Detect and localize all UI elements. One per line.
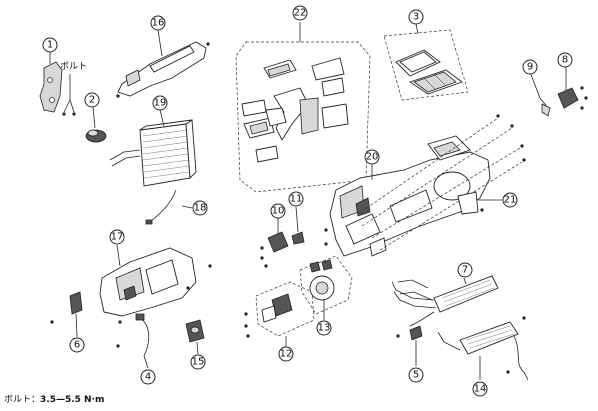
svg-text:12: 12 [280,349,293,360]
part-22-door-group [235,22,371,193]
svg-text:6: 6 [74,340,80,351]
part-4-cable [135,313,150,369]
callout-4: 4 [140,369,156,385]
callout-3: 3 [408,9,424,25]
callout-12: 12 [278,346,294,362]
svg-text:21: 21 [504,195,517,206]
svg-text:11: 11 [290,194,303,205]
svg-text:8: 8 [562,55,568,66]
part-7-heater-core [391,275,499,327]
callout-14: 14 [472,381,488,397]
part-14-ptc-heater [437,316,529,381]
svg-text:3: 3 [413,12,419,23]
callout-1: 1 [42,37,58,53]
callout-11: 11 [288,191,304,207]
part-16-duct [116,29,210,98]
svg-text:5: 5 [413,370,419,381]
callout-10: 10 [270,203,286,219]
svg-text:7: 7 [462,265,468,276]
svg-text:9: 9 [527,62,533,73]
callout-13: 13 [316,320,332,336]
callout-6: 6 [69,337,85,353]
callout-21: 21 [502,192,518,208]
callout-8: 8 [557,52,573,68]
part-19-evaporator [109,109,197,187]
svg-text:16: 16 [152,18,165,29]
callout-17: 17 [109,229,125,245]
callout-16: 16 [150,15,166,31]
callout-5: 5 [408,367,424,383]
part-17-lower-case [99,244,212,348]
svg-text:18: 18 [194,203,207,214]
part-1-bracket [39,52,63,113]
callout-2: 2 [84,92,100,108]
svg-text:17: 17 [111,232,124,243]
part-10-actuator [260,218,289,268]
svg-text:4: 4 [145,372,151,383]
torque-note-label: ボルト： [4,395,41,405]
torque-note-value: 3.5—5.5 N·m [40,395,105,405]
callout-19: 19 [152,95,168,111]
part-20-housing [324,114,526,257]
part-11-connector [291,206,305,245]
part-15-resistor [185,319,205,355]
part-8-actuator [557,67,588,110]
callout-7: 7 [457,262,473,278]
callout-18: 18 [192,200,208,216]
part-13-blower [299,255,353,320]
svg-text:19: 19 [154,98,167,109]
part-18-sensor [145,189,193,225]
bolt-label-group: ボルト [60,61,87,116]
svg-text:15: 15 [192,357,205,368]
callout-9: 9 [522,59,538,75]
part-12-actuator-group [244,281,315,346]
svg-text:14: 14 [474,384,487,395]
part-21-clip [457,191,502,215]
svg-text:10: 10 [272,206,285,217]
callout-15: 15 [190,354,206,370]
part-3-filter-frames [383,23,469,101]
callout-20: 20 [364,149,380,165]
svg-text:2: 2 [89,95,95,106]
svg-text:1: 1 [47,40,53,51]
torque-note: ボルト：3.5—5.5 N·m [4,392,104,405]
bolt-label: ボルト [60,61,87,72]
callout-22: 22 [292,5,308,21]
part-9-link [529,71,551,117]
svg-text:13: 13 [318,323,331,334]
svg-text:22: 22 [294,8,307,19]
part-2-cap [85,106,107,143]
svg-text:20: 20 [366,152,379,163]
part-6-clip [50,291,83,338]
part-5-clip [396,325,423,366]
